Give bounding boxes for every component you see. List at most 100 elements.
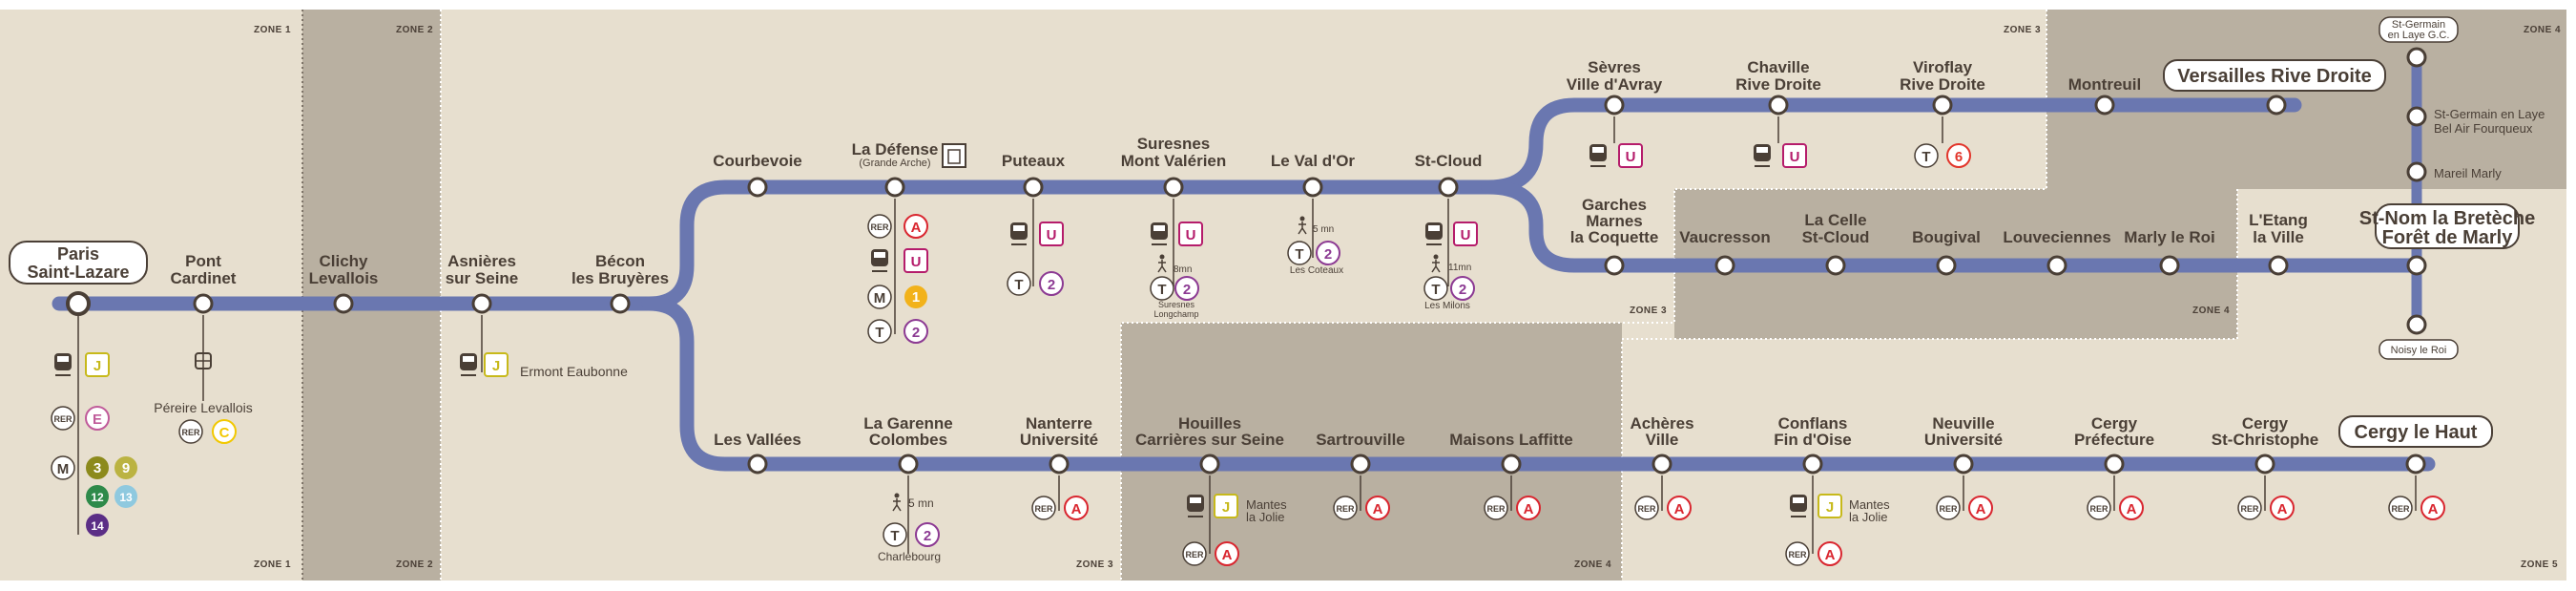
pont-cardinet-bus-icon [195,352,212,369]
garenne-tram-icon [883,522,907,547]
puteaux-tram-2-icon [1039,271,1064,296]
zone-3-label-top: ZONE 3 [2004,25,2041,35]
la-defense-metro-icon [867,285,892,309]
cergy-stchr-rer-icon [2237,496,2262,520]
houilles-train-icon [1187,495,1204,517]
chaville-line-U-text: U [1790,149,1800,165]
track-st-nom-branch [1481,179,2426,273]
station-label-houilles-2: Carrières sur Seine [1135,431,1284,449]
st-cloud-train-icon [1425,222,1443,245]
station-stop-viroflay [1932,95,1953,116]
correspondence-text: Péreire Levallois Ermont Eaubonne 8mn Su… [154,224,1890,563]
valdor-walk-label: 5 mn [1313,224,1334,235]
station-label-cergy-stchr-1: Cergy [2242,414,2289,433]
station-stop-la-defense [884,177,905,198]
station-stop-paris [66,291,91,316]
la-defense-train-window [874,252,885,258]
cergy-stchr-line-A-text: A [2277,501,2288,517]
zone-2-label-top: ZONE 2 [396,25,433,35]
sevres-line-U-text: U [1626,149,1636,165]
station-stop-courbevoie [747,177,768,198]
paris-train-icon [54,353,72,376]
station-label-suresnes-1: Suresnes [1137,135,1211,153]
station-label-conflans-2: Fin d'Oise [1774,431,1852,449]
chaville-train-icon [1754,144,1771,167]
paris-train-window [57,356,69,362]
la-defense-line-A-text: A [911,220,922,236]
station-label-conflans-1: Conflans [1778,414,1848,433]
la-defense-tram-2-icon [904,319,928,344]
suresnes-walk-icon [1157,254,1167,273]
station-label-bel-air-1: St-Germain en Laye [2434,107,2545,121]
suresnes-longchamp-label-1: Suresnes [1158,300,1195,309]
suresnes-line-U-icon [1178,222,1203,246]
st-cloud-line-U-icon [1453,222,1478,246]
station-stop-neuville [1953,454,1974,475]
houilles-mantes-label-1: Mantes [1246,497,1287,512]
station-stop-versailles [2266,95,2287,116]
st-cloud-walk-icon [1431,254,1441,273]
station-stop-mareil [2406,161,2427,182]
viroflay-tram-text: T [1922,149,1930,165]
station-stop-clichy [333,293,354,314]
station-label-val-dor: Le Val d'Or [1271,152,1356,170]
station-label-montreuil: Montreuil [2068,75,2142,94]
asnieres-line-J-text: J [492,358,500,374]
station-label-asnieres-1: Asnières [447,252,516,270]
suresnes-tram-text: T [1157,282,1166,298]
st-cloud-train-window [1428,225,1440,231]
station-label-pont-cardinet-1: Pont [185,252,221,270]
zone-2-label-bottom: ZONE 2 [396,559,433,570]
paris-metro-13-icon [114,485,137,508]
cergy-stchr-rer-text: RER [2240,504,2259,514]
suresnes-walk-label: 8mn [1174,264,1192,275]
paris-line-J-icon [85,352,110,377]
asnieres-train-window [463,356,474,362]
station-stop-asnieres [471,293,492,314]
station-label-vaucresson: Vaucresson [1679,228,1770,246]
paris-metro-icon [51,455,75,480]
st-cloud-tram-2-text: 2 [1459,282,1466,298]
suresnes-tram-icon [1150,276,1174,301]
les-milons-label: Les Milons [1424,301,1470,311]
station-label-garenne-2: Colombes [869,431,947,449]
station-stop-becon [610,293,631,314]
la-defense-arche-inner [947,149,961,164]
station-stop-montreuil [2094,95,2115,116]
paris-metro-14-text: 14 [91,519,104,533]
pereire-line-C-icon [212,419,237,444]
sevres-train-window [1592,147,1604,153]
paris-saint-lazare-label-1: Paris [57,244,99,264]
maisons-line-A-text: A [1524,501,1534,517]
sevres-train-icon [1589,144,1607,167]
zone-boundary-3-4 [1120,10,2047,580]
station-stop-nanterre [1049,454,1070,475]
station-stop-chaville [1768,95,1789,116]
cergy-stchr-line-A-icon [2270,496,2295,520]
ermont-eaubonne-label: Ermont Eaubonne [520,364,628,379]
garenne-tram-text: T [890,528,899,544]
station-label-garches-2: Marnes [1586,212,1643,230]
station-label-marly: Marly le Roi [2124,228,2214,246]
station-label-clichy-2: Levallois [309,269,379,287]
la-defense-line-A-icon [904,214,928,239]
station-stop-louveciennes [2046,255,2067,276]
pereire-levallois-label: Péreire Levallois [154,400,253,415]
station-stop-vaucresson [1714,255,1735,276]
viroflay-tram-6-text: 6 [1955,149,1963,165]
station-label-la-celle-2: St-Cloud [1802,228,1870,246]
val-dor-tram-2-text: 2 [1324,246,1332,263]
zone-4-band-bottom [1121,323,1622,580]
zone-4-label-middle: ZONE 4 [2192,306,2230,316]
st-nom-label-2: Forêt de Marly [2382,227,2514,248]
station-stop-noisy [2406,314,2427,335]
zone-backgrounds [0,10,2566,580]
paris-metro-13-text: 13 [119,491,133,504]
houilles-train-window [1190,497,1201,503]
zone-5-label-bottom: ZONE 5 [2521,559,2558,570]
station-label-chaville-2: Rive Droite [1735,75,1821,94]
station-label-maisons: Maisons Laffitte [1449,431,1572,449]
suresnes-tram-2-text: 2 [1183,282,1191,298]
houilles-line-J-icon [1214,494,1238,518]
